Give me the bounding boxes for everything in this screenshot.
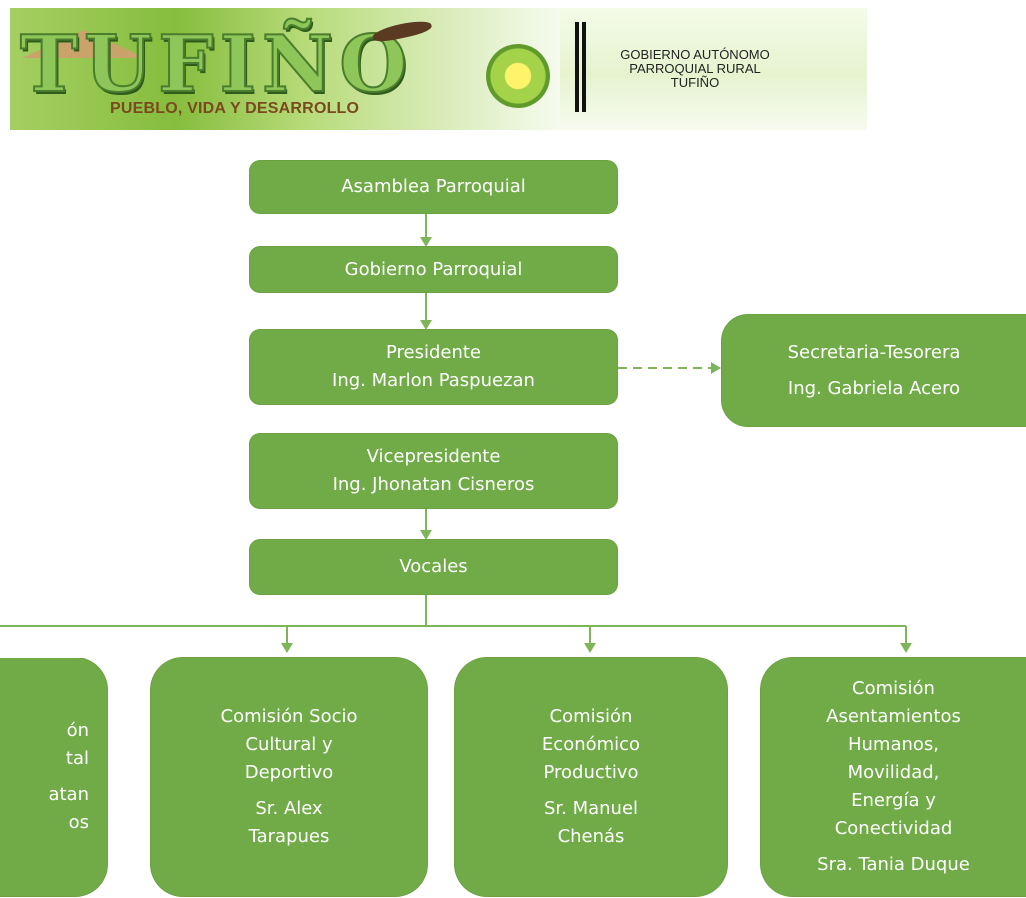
commission-title-line: Comisión Socio [220,706,358,727]
vice-president-role: Vicepresidente [366,446,501,467]
secretary-role: Secretaria-Tesorera [787,341,961,363]
secretary-box: Secretaria-Tesorera Ing. Gabriela Acero [722,315,1026,426]
commission-member-line: Chenás [557,826,625,847]
government-title-line: TUFIÑO [670,75,720,90]
commission-title-line: Comisión [852,678,935,699]
commission-member-line: Sr. Manuel [543,798,639,819]
commission-title-line: Económico [541,734,641,755]
commission-title-line: Humanos, [847,734,940,755]
president-box: Presidente Ing. Marlon Paspuezan [250,330,617,404]
commission-box-1: ón tal atan os [0,658,107,896]
commission-member-line: atan [48,784,89,805]
arrowhead [711,362,721,374]
commission-title-line: Cultural y [245,734,333,755]
commission-box-1-crop: ón tal atan os [0,658,108,898]
logo-word: TUFIÑO [19,19,414,110]
government-label: Gobierno Parroquial [344,258,523,280]
commission-title-line: Movilidad, [847,762,940,783]
government-box: Gobierno Parroquial [250,247,617,292]
president-name: Ing. Marlon Paspuezan [332,370,535,391]
commission-title-line: Comisión [549,706,633,727]
commission-title-line: Productivo [543,762,639,783]
vice-president-box: Vicepresidente Ing. Jhonatan Cisneros [250,434,617,508]
commission-member-line: Sr. Alex [255,798,323,819]
arrowhead [900,643,912,653]
government-title-line: GOBIERNO AUTÓNOMO [620,47,770,62]
government-title: GOBIERNO AUTÓNOMO PARROQUIAL RURAL TUFIÑ… [590,48,800,90]
commission-title-line: tal [65,748,89,769]
commission-box-4: Comisión Asentamientos Humanos, Movilida… [761,658,1026,896]
secretary-name: Ing. Gabriela Acero [787,377,961,399]
assembly-label: Asamblea Parroquial [341,176,526,197]
divider-bars [575,22,587,112]
commission-member-line: Tarapues [248,826,330,847]
arrowhead [281,643,293,653]
president-role: Presidente [385,342,482,363]
arrowhead [420,237,432,247]
commission-box-3: Comisión Económico Productivo Sr. Manuel… [455,658,727,896]
sun-emblem-icon [486,44,550,108]
vice-president-name: Ing. Jhonatan Cisneros [332,474,535,495]
commission-title-line: Asentamientos [826,706,961,727]
council-box: Vocales [250,540,617,594]
commission-member-line: Sra. Tania Duque [817,854,970,875]
house-roof-icon [22,30,146,58]
arrowhead [420,320,432,330]
arrowhead [584,643,596,653]
commission-member-line: os [68,812,89,833]
arrowhead [420,530,432,540]
slogan: PUEBLO, VIDA Y DESARROLLO [110,100,360,117]
commission-title-line: Conectividad [834,818,953,839]
header-banner: TUFIÑO PUEBLO, VIDA Y DESARROLLO GOBIERN… [10,8,867,130]
commission-box-2: Comisión Socio Cultural y Deportivo Sr. … [151,658,427,896]
government-title-line: PARROQUIAL RURAL [629,61,761,76]
assembly-box: Asamblea Parroquial [250,161,617,213]
banner-background [10,8,560,130]
council-label: Vocales [399,556,468,577]
commission-title-line: ón [66,720,89,741]
commission-title-line: Deportivo [244,762,334,783]
commission-title-line: Energía y [851,790,936,811]
